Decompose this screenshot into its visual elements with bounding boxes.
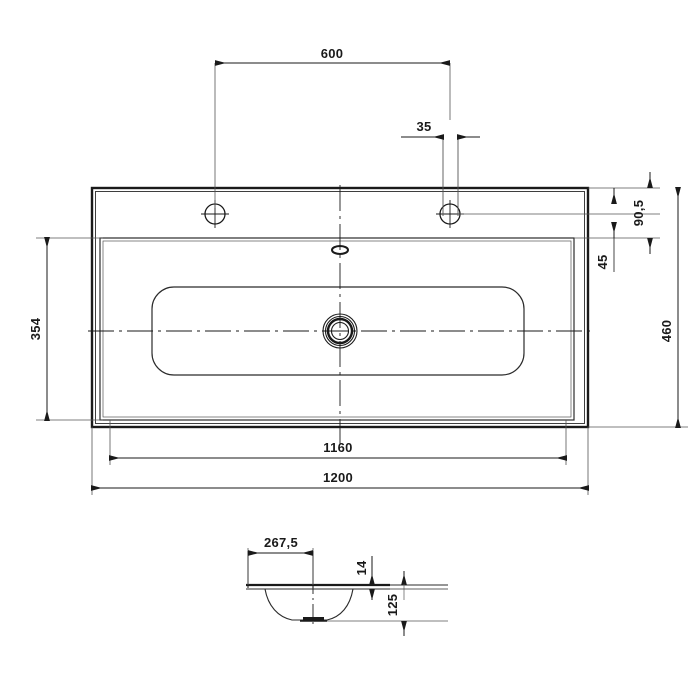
dimension-1200-label: 1200: [323, 470, 353, 485]
dimension-267-5-label: 267,5: [264, 535, 298, 550]
top-view: 600 35 90,5 45: [28, 46, 688, 495]
dimension-90-5-label: 90,5: [631, 200, 646, 227]
dimension-600-label: 600: [321, 46, 344, 61]
dimension-90-5: 90,5: [458, 172, 660, 254]
basin-rim-outline: [99, 237, 575, 421]
dimension-125-label: 125: [385, 594, 400, 617]
dimension-354-label: 354: [28, 317, 43, 340]
dimension-125: 125: [385, 571, 407, 636]
dimension-460-label: 460: [659, 320, 674, 343]
dimension-600: 600: [214, 46, 451, 208]
overflow-hole: [331, 245, 349, 255]
dimension-354: 354: [28, 237, 103, 421]
dimension-460: 460: [588, 187, 688, 428]
basin-rim-inner: [102, 240, 572, 418]
dimension-14: 14: [354, 556, 375, 600]
section-view: 267,5 14 125: [246, 535, 448, 636]
drain-hole: [322, 313, 358, 349]
dimension-14-label: 14: [354, 560, 369, 576]
dimension-45-label: 45: [595, 254, 610, 269]
dimension-35: 35: [401, 119, 480, 216]
dimension-1200: 1200: [91, 427, 589, 495]
dimension-267-5: 267,5: [247, 535, 314, 585]
dimension-35-label: 35: [416, 119, 431, 134]
section-drain-plug: [300, 617, 327, 622]
dimension-45: 45: [595, 188, 617, 272]
dimension-1160-label: 1160: [323, 440, 352, 455]
section-bowl-profile: [264, 588, 354, 621]
dimension-1160: 1160: [109, 420, 567, 465]
